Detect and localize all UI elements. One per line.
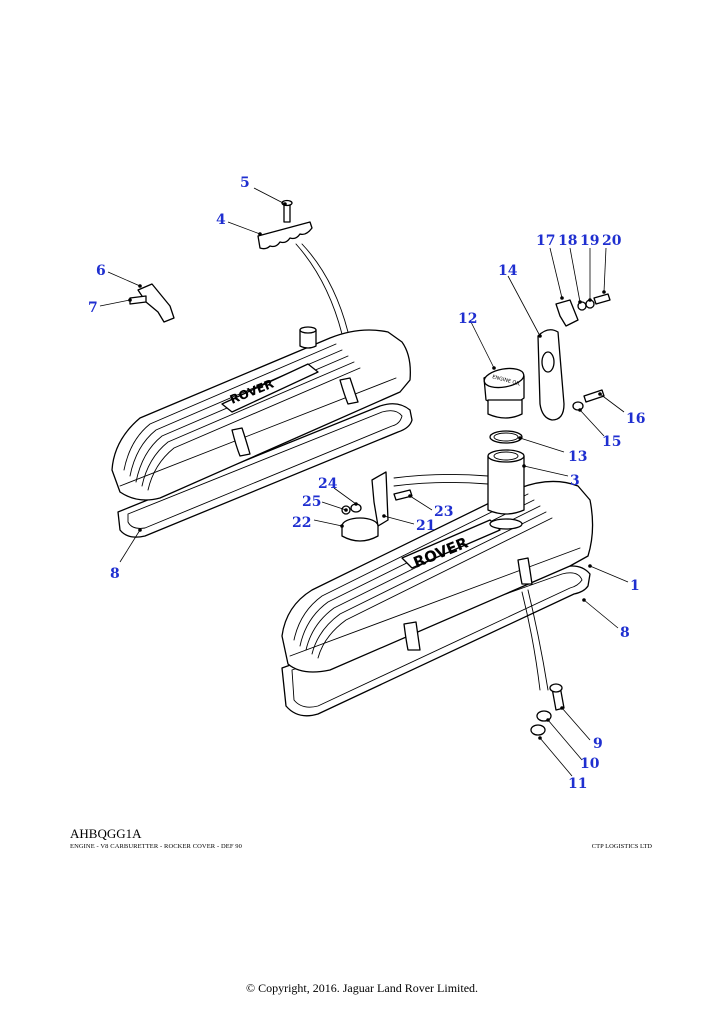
callout-5: 5	[240, 175, 250, 191]
clip-bolt	[593, 293, 611, 305]
lift-bracket	[137, 283, 175, 323]
ht-lead-bracket	[257, 221, 313, 250]
callout-24: 24	[318, 476, 338, 492]
hose-clip	[555, 299, 579, 327]
callout-25: 25	[302, 494, 321, 510]
callout-22: 22	[292, 515, 311, 531]
callout-13: 13	[568, 449, 587, 465]
blanking-plate	[537, 329, 565, 421]
callout-4: 4	[216, 212, 226, 228]
callout-23: 23	[434, 504, 453, 520]
diagram-code: AHBQGG1A	[70, 826, 142, 841]
callouts: 1 3 4 5 6 7 8 8 9 10 11 12 13 14 15 16 1…	[88, 175, 645, 792]
plate-washer	[572, 401, 584, 411]
callout-8b: 8	[620, 625, 630, 641]
callout-19: 19	[580, 233, 599, 249]
callout-16: 16	[626, 411, 645, 427]
oil-filler-cap: ENGINE OIL	[483, 367, 525, 419]
callout-10: 10	[580, 756, 600, 772]
cover-seal-washer	[530, 724, 546, 736]
bracket-screw	[393, 489, 413, 501]
diagram-description: ENGINE - V8 CARBURETTER - ROCKER COVER -…	[70, 843, 242, 850]
harness-bracket	[371, 471, 389, 527]
rocker-cover-left: ROVER	[111, 326, 413, 538]
callout-8a: 8	[110, 566, 120, 582]
callout-12: 12	[458, 311, 477, 327]
callout-7: 7	[88, 300, 98, 316]
callout-15: 15	[602, 434, 621, 450]
callout-21: 21	[416, 518, 435, 534]
callout-20: 20	[602, 233, 622, 249]
callout-18: 18	[558, 233, 577, 249]
supplier-name: CTP LOGISTICS LTD	[591, 843, 652, 850]
leader-lines	[99, 187, 629, 777]
callout-9: 9	[593, 736, 603, 752]
callout-1: 1	[630, 578, 640, 594]
callout-6: 6	[96, 263, 106, 279]
callout-17: 17	[536, 233, 555, 249]
lift-bracket-screw	[129, 295, 147, 305]
plate-bolt	[583, 389, 605, 403]
callout-14: 14	[498, 263, 518, 279]
rocker-cover-right: ROVER	[281, 449, 594, 717]
copyright-notice: © Copyright, 2016. Jaguar Land Rover Lim…	[245, 981, 479, 995]
bracket-bolt	[283, 203, 291, 223]
callout-3: 3	[570, 473, 580, 489]
callout-11: 11	[568, 776, 587, 792]
